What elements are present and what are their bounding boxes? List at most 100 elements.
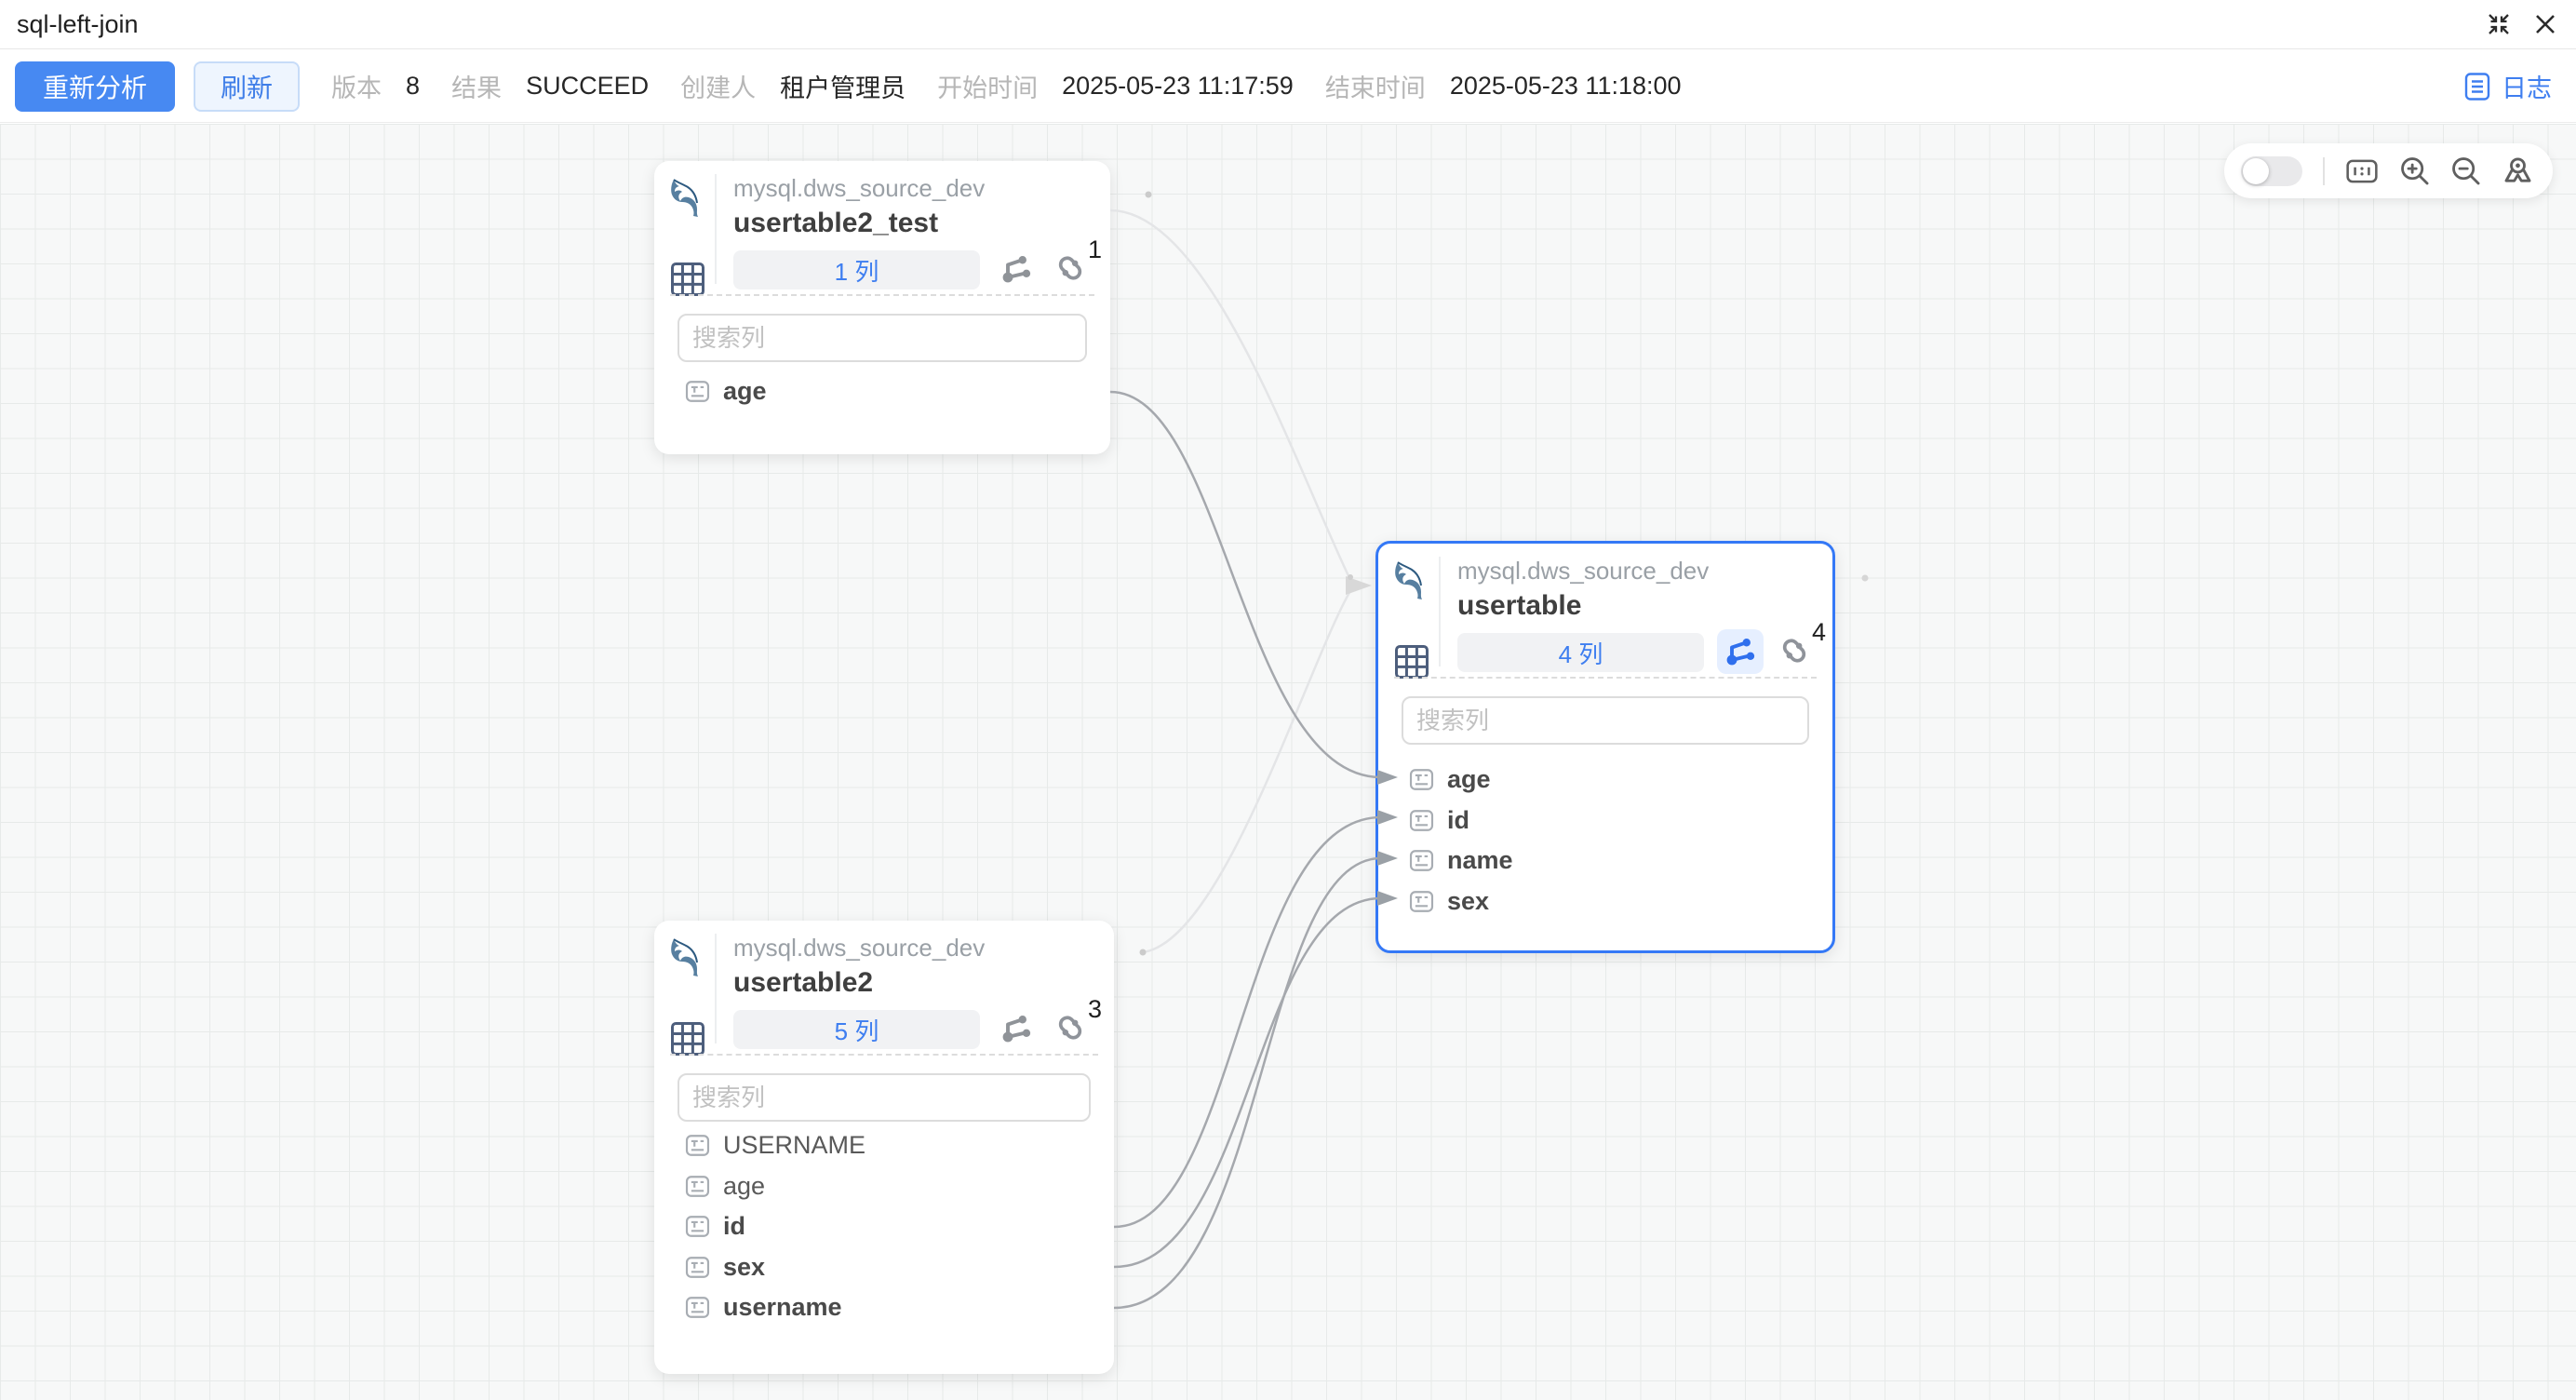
column-count-pill[interactable]: 1 列 — [733, 250, 980, 289]
link-count-badge: 1 — [1088, 236, 1103, 263]
link-icon — [1058, 256, 1082, 280]
lineage-toggle-button[interactable] — [1717, 629, 1764, 674]
column-search-input[interactable] — [1402, 696, 1809, 745]
table-node-usertable2[interactable]: mysql.dws_source_dev usertable2 5 列 3 — [654, 921, 1114, 1374]
lineage-toggle-button[interactable] — [993, 247, 1040, 291]
lineage-icon — [1002, 256, 1031, 283]
table-node-usertable2_test[interactable]: mysql.dws_source_dev usertable2_test 1 列… — [654, 161, 1110, 454]
link-icon — [1782, 639, 1806, 663]
locate-icon[interactable] — [2502, 155, 2534, 187]
column-row-age[interactable]: age — [654, 371, 1110, 412]
table-grid-icon — [671, 262, 704, 296]
field-icon — [685, 381, 710, 403]
table-grid-icon — [671, 1022, 704, 1056]
column-count-pill[interactable]: 4 列 — [1457, 633, 1704, 672]
version-label: 版本 — [331, 74, 382, 102]
mysql-dolphin-icon — [1395, 561, 1422, 599]
log-document-icon — [2464, 72, 2490, 101]
reanalyze-button[interactable]: 重新分析 — [15, 61, 176, 112]
window-titlebar: sql-left-join — [0, 0, 2576, 49]
section-divider — [670, 294, 1094, 296]
link-count-badge: 3 — [1088, 995, 1103, 1023]
close-icon[interactable] — [2531, 10, 2559, 38]
log-button[interactable]: 日志 — [2462, 68, 2561, 104]
lineage-toggle-button[interactable] — [993, 1006, 1040, 1051]
header-divider — [715, 174, 717, 284]
column-row-sex[interactable]: sex — [654, 1247, 1114, 1288]
end-time-value: 2025-05-23 11:18:00 — [1449, 72, 1682, 100]
table-node-usertable[interactable]: mysql.dws_source_dev usertable 4 列 4 — [1375, 541, 1835, 953]
column-search-input[interactable] — [678, 1073, 1091, 1122]
mysql-dolphin-icon — [671, 179, 698, 217]
column-row-age[interactable]: age — [1378, 760, 1832, 801]
lineage-icon — [1002, 1016, 1031, 1043]
field-icon — [685, 1175, 710, 1197]
link-icon — [1058, 1016, 1082, 1040]
end-time-label: 结束时间 — [1324, 74, 1426, 102]
edge-port-dot — [1861, 574, 1869, 582]
header-divider — [1439, 557, 1441, 666]
column-edge-age-to-age — [1109, 390, 1382, 779]
field-icon — [1409, 850, 1434, 872]
column-edge-id-to-id — [1113, 815, 1382, 1229]
collapse-icon[interactable] — [2485, 10, 2513, 38]
column-row-age[interactable]: age — [654, 1166, 1114, 1207]
database-label: mysql.dws_source_dev — [733, 934, 986, 962]
column-row-sex[interactable]: sex — [1378, 882, 1832, 922]
result-label: 结果 — [451, 74, 503, 102]
field-icon — [1409, 809, 1434, 831]
table-edge-arrowhead — [1346, 576, 1372, 595]
start-time-value: 2025-05-23 11:17:59 — [1062, 72, 1294, 100]
column-edge-sex-to-sex — [1113, 896, 1382, 1269]
lineage-edges — [1109, 191, 1869, 1310]
lineage-icon — [1726, 639, 1755, 666]
one-to-one-icon[interactable] — [2345, 157, 2379, 185]
mysql-dolphin-icon — [671, 938, 698, 976]
column-row-USERNAME[interactable]: USERNAME — [654, 1125, 1114, 1166]
toggle-knob — [2243, 157, 2269, 184]
field-icon — [685, 1216, 710, 1238]
section-divider — [670, 1054, 1098, 1056]
table-name: usertable2 — [733, 967, 874, 998]
table-edge-usertable2-to-usertable — [1142, 588, 1353, 954]
field-icon — [685, 1256, 710, 1278]
field-icon — [1409, 890, 1434, 912]
zoom-in-icon[interactable] — [2399, 155, 2430, 186]
column-row-username[interactable]: username — [654, 1287, 1114, 1328]
link-count-button[interactable] — [1053, 1010, 1090, 1047]
creator-value: 租户管理员 — [780, 74, 906, 102]
link-count-badge: 4 — [1812, 618, 1827, 646]
header-divider — [715, 934, 717, 1043]
version-value: 8 — [406, 72, 421, 100]
column-row-id[interactable]: id — [1378, 801, 1832, 841]
link-count-button[interactable] — [1777, 633, 1814, 670]
section-divider — [1394, 677, 1817, 679]
column-row-id[interactable]: id — [654, 1206, 1114, 1247]
table-name: usertable2_test — [733, 208, 939, 238]
refresh-button[interactable]: 刷新 — [194, 61, 301, 112]
start-time-label: 开始时间 — [937, 74, 1039, 102]
column-row-name[interactable]: name — [1378, 841, 1832, 882]
edge-port-dot — [1348, 574, 1353, 580]
database-label: mysql.dws_source_dev — [733, 174, 986, 202]
field-icon — [685, 1135, 710, 1157]
column-count-pill[interactable]: 5 列 — [733, 1010, 980, 1049]
table-grid-icon — [1395, 645, 1429, 679]
controls-divider — [2323, 156, 2325, 185]
analysis-toolbar: 重新分析 刷新 版本 8 结果 SUCCEED 创建人 租户管理员 开始时间 2… — [0, 50, 2576, 123]
database-label: mysql.dws_source_dev — [1457, 557, 1710, 585]
zoom-out-icon[interactable] — [2450, 155, 2481, 186]
column-search-input[interactable] — [678, 314, 1087, 362]
result-value: SUCCEED — [526, 72, 650, 100]
table-edge-usertable2_test-to-usertable — [1109, 209, 1353, 583]
lineage-canvas[interactable]: mysql.dws_source_dev usertable2_test 1 列… — [0, 124, 2576, 1400]
minimap-toggle[interactable] — [2241, 155, 2302, 186]
log-button-label: 日志 — [2502, 74, 2552, 102]
link-count-button[interactable] — [1053, 250, 1090, 288]
edge-port-dot — [1145, 191, 1152, 198]
page-title: sql-left-join — [17, 9, 139, 38]
creator-label: 创建人 — [680, 74, 757, 102]
edge-port-dot — [1139, 949, 1147, 956]
field-icon — [685, 1297, 710, 1319]
column-edge-username-to-name — [1113, 856, 1382, 1310]
